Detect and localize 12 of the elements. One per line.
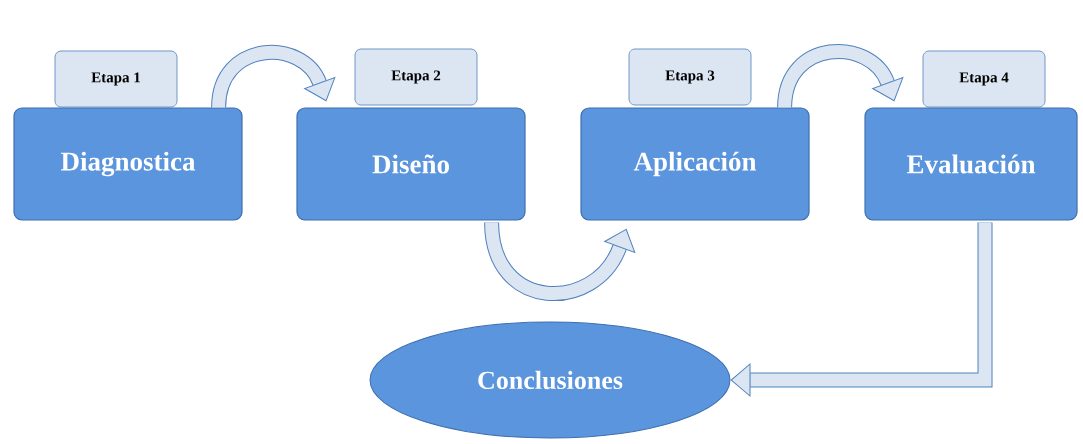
stage-tab: Etapa 3 bbox=[628, 48, 752, 106]
block-arrow bbox=[777, 44, 904, 109]
stage-box: Diagnostica bbox=[13, 107, 243, 221]
stage-tab: Etapa 1 bbox=[54, 50, 178, 108]
stage-tab: Etapa 2 bbox=[354, 48, 478, 106]
block-arrow bbox=[484, 221, 636, 301]
stage-box: Diseño bbox=[296, 107, 526, 221]
block-arrow bbox=[211, 45, 336, 109]
stage-tab: Etapa 4 bbox=[922, 50, 1046, 108]
stage-box: Evaluación bbox=[864, 107, 1078, 221]
block-arrow bbox=[730, 222, 993, 397]
stage-box: Aplicación bbox=[580, 107, 810, 221]
